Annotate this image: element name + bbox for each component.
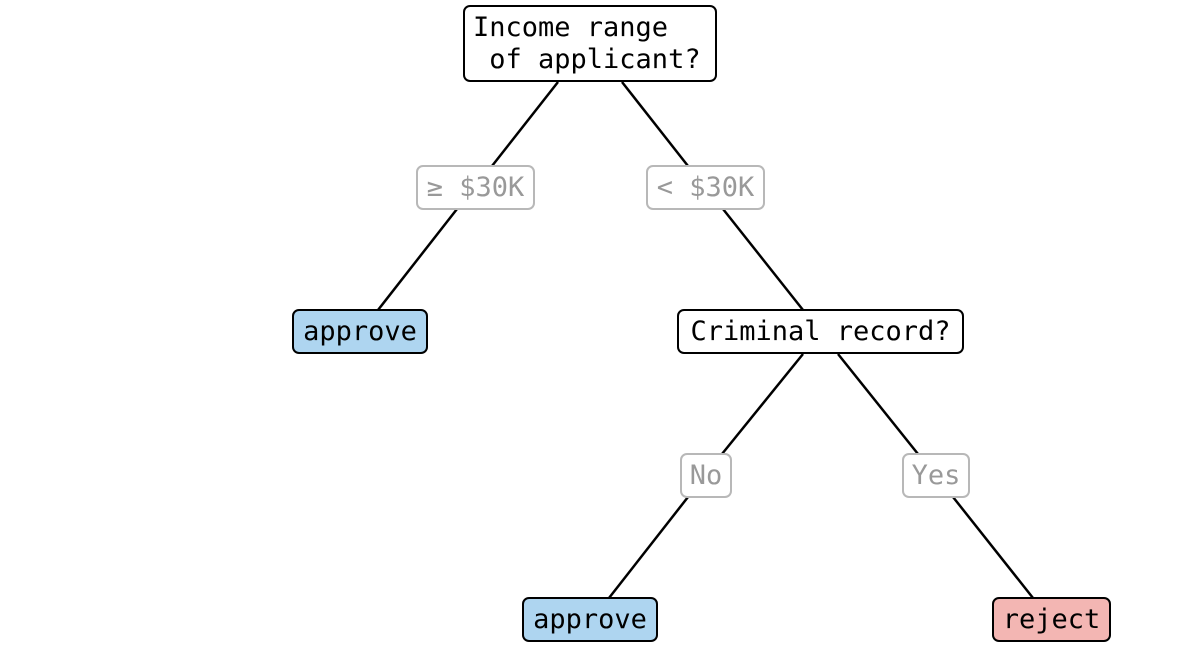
edge-criminal-to-no — [721, 353, 804, 455]
edge-lt30k-to-criminal — [722, 208, 804, 311]
edge-label-yes: Yes — [902, 453, 970, 498]
edge-yes-to-reject — [952, 496, 1034, 599]
root-question-node: Income range of applicant? — [463, 5, 717, 82]
leaf-reject: reject — [992, 597, 1111, 642]
edge-no-to-approve — [608, 496, 689, 599]
edge-label-no: No — [680, 453, 732, 498]
edge-ge30k-to-approve — [377, 208, 458, 311]
edge-label-lt-30k: < $30K — [646, 165, 765, 210]
criminal-record-question-node: Criminal record? — [677, 309, 964, 354]
leaf-approve-no-record: approve — [522, 597, 658, 642]
edge-root-to-ge30k — [491, 81, 559, 167]
leaf-approve-income: approve — [292, 309, 428, 354]
edge-root-to-lt30k — [621, 81, 689, 167]
edge-label-ge-30k: ≥ $30K — [416, 165, 535, 210]
edge-criminal-to-yes — [837, 353, 919, 455]
